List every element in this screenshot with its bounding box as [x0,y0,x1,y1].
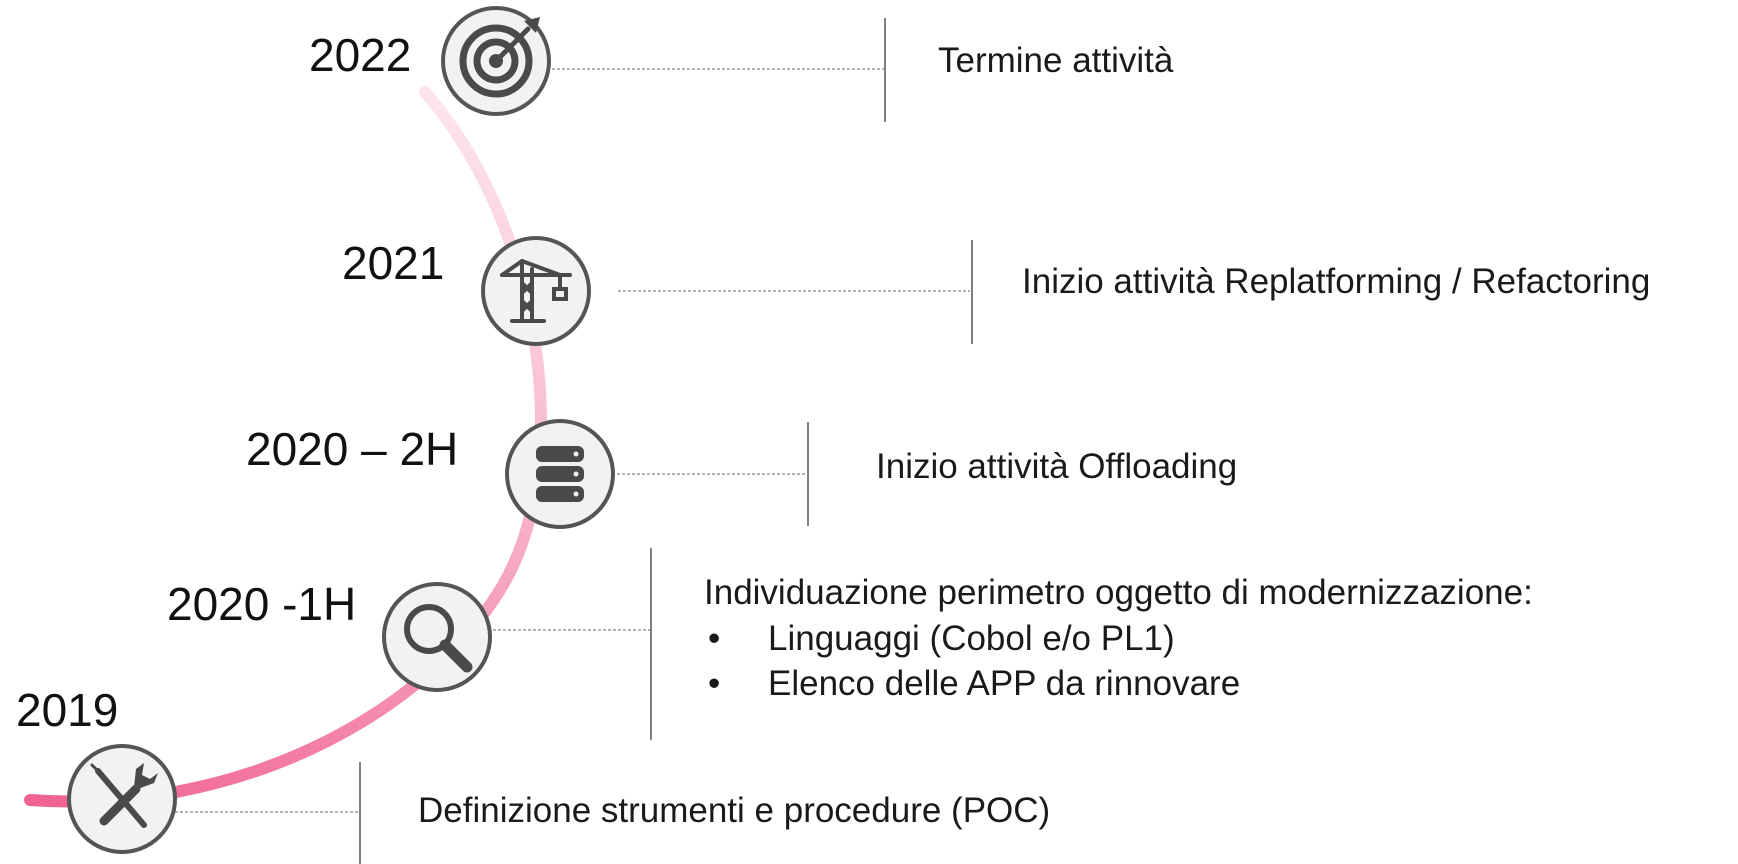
crane-icon [481,236,591,346]
milestone-text-2019: Definizione strumenti e procedure (POC) [418,791,1051,830]
database-icon [505,419,615,529]
milestone-text-2020-2h: Inizio attività Offloading [876,447,1238,486]
year-label-2019: 2019 [16,684,119,736]
bullet-list: Linguaggi (Cobol e/o PL1) Elenco delle A… [704,616,1533,707]
target-icon [441,6,551,116]
tools-icon [67,744,177,854]
magnifier-icon [382,582,492,692]
milestone-text-2020-1h: Individuazione perimetro oggetto di mode… [704,570,1533,707]
leader-lines [170,68,970,813]
year-label-2021: 2021 [342,237,445,289]
year-label-2020-1h: 2020 -1H [167,578,357,630]
milestone-text-2022: Termine attività [938,41,1174,80]
milestone-heading-2020-1h: Individuazione perimetro oggetto di mode… [704,573,1533,612]
dividers [359,18,973,864]
milestone-text-2021: Inizio attività Replatforming / Refactor… [1022,262,1651,301]
year-label-2022: 2022 [309,29,412,81]
year-label-2020-2h: 2020 – 2H [246,423,459,475]
list-item: Linguaggi (Cobol e/o PL1) [704,616,1533,662]
list-item: Elenco delle APP da rinnovare [704,661,1533,707]
